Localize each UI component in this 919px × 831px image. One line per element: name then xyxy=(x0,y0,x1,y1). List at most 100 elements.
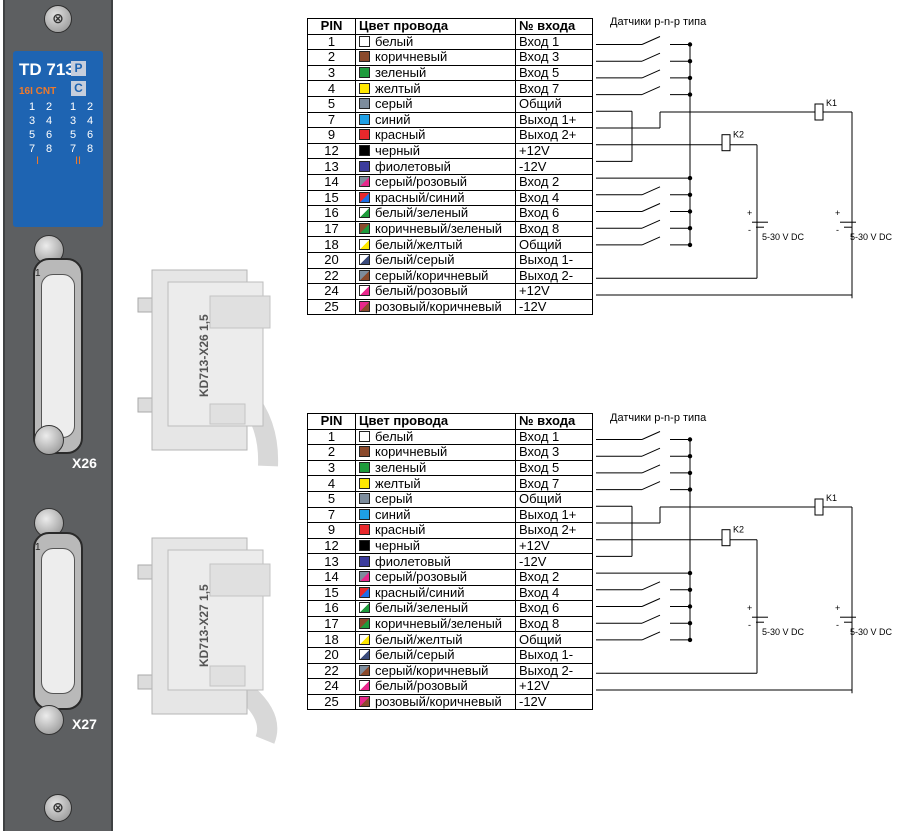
wire-color-label: фиолетовый xyxy=(375,553,451,569)
wire-color-label: черный xyxy=(375,538,421,554)
wire-color-label: серый/коричневый xyxy=(375,267,489,283)
cell-wire-color: белый/розовый xyxy=(355,678,516,695)
module-subtitle: 16I CNT xyxy=(19,86,57,97)
wire-color-label: белый/желтый xyxy=(375,631,463,647)
cell-input: Общий xyxy=(515,95,593,113)
relay-k2-label: K2 xyxy=(733,130,744,140)
led-label: 5 xyxy=(28,129,36,141)
cell-wire-color: зеленый xyxy=(355,64,516,82)
wire-color-label: розовый/коричневый xyxy=(375,298,502,314)
battery-k1-plus: + xyxy=(835,208,840,218)
color-swatch xyxy=(359,586,370,598)
cell-wire-color: белый/серый xyxy=(355,646,516,664)
cell-wire-color: красный xyxy=(355,522,516,539)
relay-k1-label: K1 xyxy=(826,98,837,108)
module-title: TD 713 xyxy=(19,60,75,79)
module-label-panel: TD 713 P 16I CNT C 1 2 3 4 5 6 7 8 1 2 3… xyxy=(13,51,103,227)
cell-pin: 14 xyxy=(307,568,356,586)
cell-wire-color: розовый/коричневый xyxy=(355,298,516,316)
battery-k2-plus: + xyxy=(747,208,752,218)
cell-pin: 15 xyxy=(307,189,356,207)
sensor-switch xyxy=(641,86,661,96)
connector-screw xyxy=(34,425,64,455)
color-swatch xyxy=(359,446,370,458)
wire-color-label: серый xyxy=(375,96,413,112)
led-label: 2 xyxy=(45,101,53,113)
led-label: 5 xyxy=(69,129,77,141)
sensor-switch xyxy=(641,236,661,246)
cell-wire-color: серый/розовый xyxy=(355,173,516,191)
table-header-row: PIN Цвет провода № входа xyxy=(307,18,593,35)
wire-color-label: зеленый xyxy=(375,460,427,476)
led-label: 6 xyxy=(86,129,94,141)
color-swatch xyxy=(359,82,370,94)
sensor-switch xyxy=(641,481,661,491)
cell-wire-color: красный/синий xyxy=(355,189,516,207)
color-swatch xyxy=(359,462,370,474)
header-input: № входа xyxy=(515,18,593,35)
color-swatch xyxy=(359,602,370,614)
cell-input: Вход 6 xyxy=(515,205,593,222)
wire-color-label: коричневый/зеленый xyxy=(375,221,503,237)
battery-k1-minus: - xyxy=(836,620,839,630)
cell-input: +12V xyxy=(515,142,593,160)
relay-k2-label: K2 xyxy=(733,525,744,535)
cell-pin: 13 xyxy=(307,553,356,570)
cell-input: Выход 1- xyxy=(515,251,593,269)
cell-wire-color: белый/зеленый xyxy=(355,205,516,222)
wire-color-label: белый/желтый xyxy=(375,236,463,252)
wire-color-label: серый/коричневый xyxy=(375,662,489,678)
battery-k2-label: 5-30 V DC xyxy=(762,232,805,242)
led-label: 3 xyxy=(28,115,36,127)
cell-input: Вход 1 xyxy=(515,428,593,446)
color-swatch xyxy=(359,633,370,645)
sensor-switch xyxy=(641,219,661,229)
cell-input: Вход 5 xyxy=(515,64,593,82)
led-label: 4 xyxy=(45,115,53,127)
relay-k2 xyxy=(721,134,731,152)
wire-color-label: желтый xyxy=(375,80,421,96)
sensor-switch xyxy=(641,186,661,196)
color-swatch xyxy=(359,508,370,520)
color-swatch xyxy=(359,160,370,172)
led-label: 6 xyxy=(45,129,53,141)
wire-color-label: белый/зеленый xyxy=(375,600,469,616)
battery-k1-minus: - xyxy=(836,225,839,235)
wire-color-label: красный xyxy=(375,127,426,143)
sensor-switch xyxy=(641,69,661,79)
color-swatch xyxy=(359,35,370,47)
cell-wire-color: серый/коричневый xyxy=(355,662,516,680)
cell-input: Вход 4 xyxy=(515,189,593,207)
battery-k1-label: 5-30 V DC xyxy=(850,627,893,637)
sensor-switch xyxy=(641,631,661,641)
color-swatch xyxy=(359,300,370,312)
color-swatch xyxy=(359,571,370,583)
port-label-x26: X26 xyxy=(72,455,97,471)
panel-screw-top: ⊗ xyxy=(44,5,72,33)
cell-input: Вход 8 xyxy=(515,615,593,633)
sensor-switch xyxy=(641,581,661,591)
group-label-2: II xyxy=(75,155,82,167)
wire-color-label: синий xyxy=(375,506,411,522)
wire-color-label: белый xyxy=(375,428,414,444)
wire-color-label: черный xyxy=(375,143,421,159)
wire-color-label: белый xyxy=(375,33,414,49)
color-swatch xyxy=(359,51,370,63)
sensor-switch xyxy=(641,614,661,624)
cell-wire-color: белый/серый xyxy=(355,251,516,269)
color-swatch xyxy=(359,113,370,125)
sensor-switch xyxy=(641,431,661,440)
pin1-marker: 1 xyxy=(35,542,41,553)
junction-dot xyxy=(687,570,693,576)
